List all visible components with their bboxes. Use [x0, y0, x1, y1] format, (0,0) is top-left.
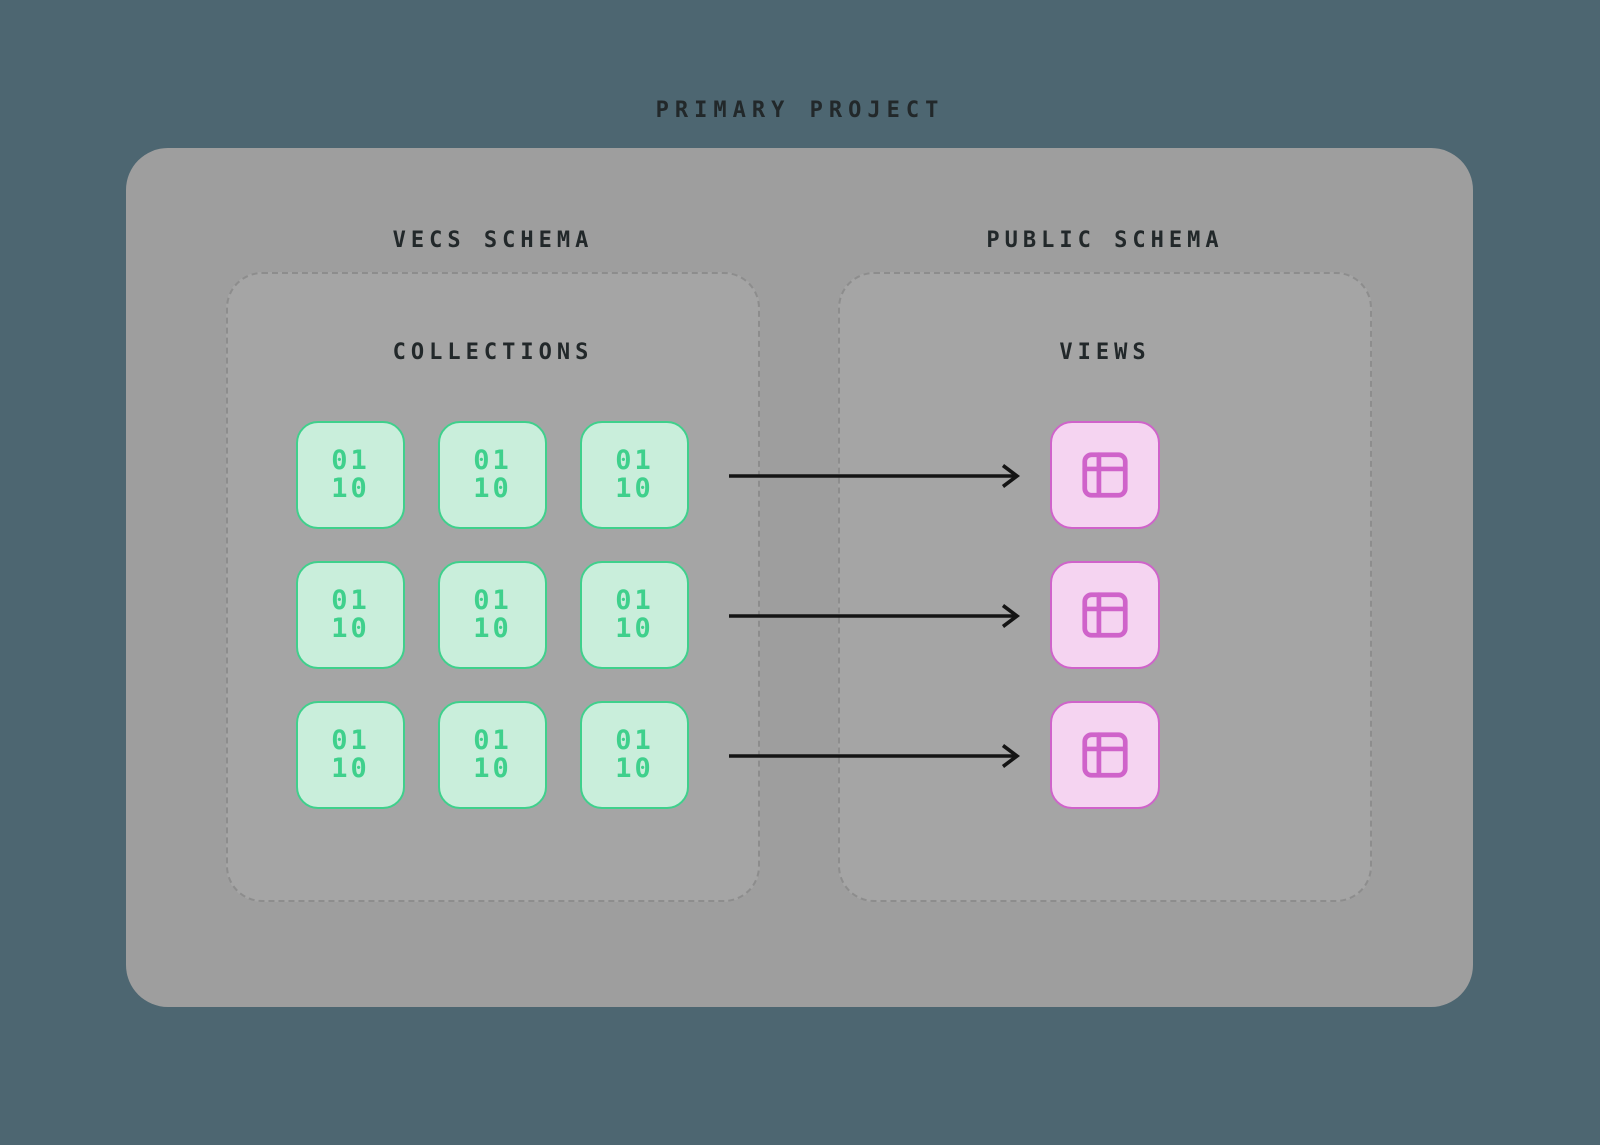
binary-line-2: 10	[331, 613, 370, 644]
collections-grid: 01 10 01 10 01 10 01 10 01 10 01 10 01 1…	[296, 421, 689, 809]
binary-line-2: 10	[615, 473, 654, 504]
collection-chip: 01 10	[296, 701, 405, 809]
binary-line-2: 10	[615, 613, 654, 644]
views-title: VIEWS	[1059, 340, 1151, 365]
binary-line-1: 01	[473, 724, 512, 756]
collection-chip: 01 10	[296, 421, 405, 529]
vecs-schema-panel: COLLECTIONS 01 10 01 10 01 10 01 10 01 1…	[226, 272, 760, 902]
collection-chip: 01 10	[438, 421, 547, 529]
collection-chip: 01 10	[438, 701, 547, 809]
binary-line-2: 10	[473, 473, 512, 504]
view-chip	[1050, 561, 1160, 669]
table-icon	[1082, 452, 1128, 498]
views-column	[1050, 421, 1160, 809]
public-schema-panel: VIEWS	[838, 272, 1372, 902]
binary-line-2: 10	[615, 753, 654, 784]
view-chip	[1050, 421, 1160, 529]
binary-line-1: 01	[331, 444, 370, 476]
binary-line-1: 01	[615, 584, 654, 616]
view-chip	[1050, 701, 1160, 809]
flow-arrow	[727, 462, 1027, 490]
collection-chip: 01 10	[580, 561, 689, 669]
page-title: PRIMARY PROJECT	[655, 98, 945, 123]
public-schema-label: PUBLIC SCHEMA	[986, 228, 1224, 253]
collection-chip: 01 10	[438, 561, 547, 669]
binary-line-1: 01	[473, 584, 512, 616]
binary-line-1: 01	[331, 724, 370, 756]
collection-chip: 01 10	[580, 701, 689, 809]
table-icon	[1082, 732, 1128, 778]
flow-arrow	[727, 742, 1027, 770]
table-icon	[1082, 592, 1128, 638]
collections-title: COLLECTIONS	[392, 340, 594, 365]
binary-line-2: 10	[473, 753, 512, 784]
binary-line-1: 01	[615, 444, 654, 476]
flow-arrow	[727, 602, 1027, 630]
collection-chip: 01 10	[580, 421, 689, 529]
binary-line-2: 10	[473, 613, 512, 644]
binary-line-1: 01	[615, 724, 654, 756]
binary-line-2: 10	[331, 753, 370, 784]
binary-line-2: 10	[331, 473, 370, 504]
vecs-schema-label: VECS SCHEMA	[392, 228, 594, 253]
binary-line-1: 01	[473, 444, 512, 476]
binary-line-1: 01	[331, 584, 370, 616]
collection-chip: 01 10	[296, 561, 405, 669]
